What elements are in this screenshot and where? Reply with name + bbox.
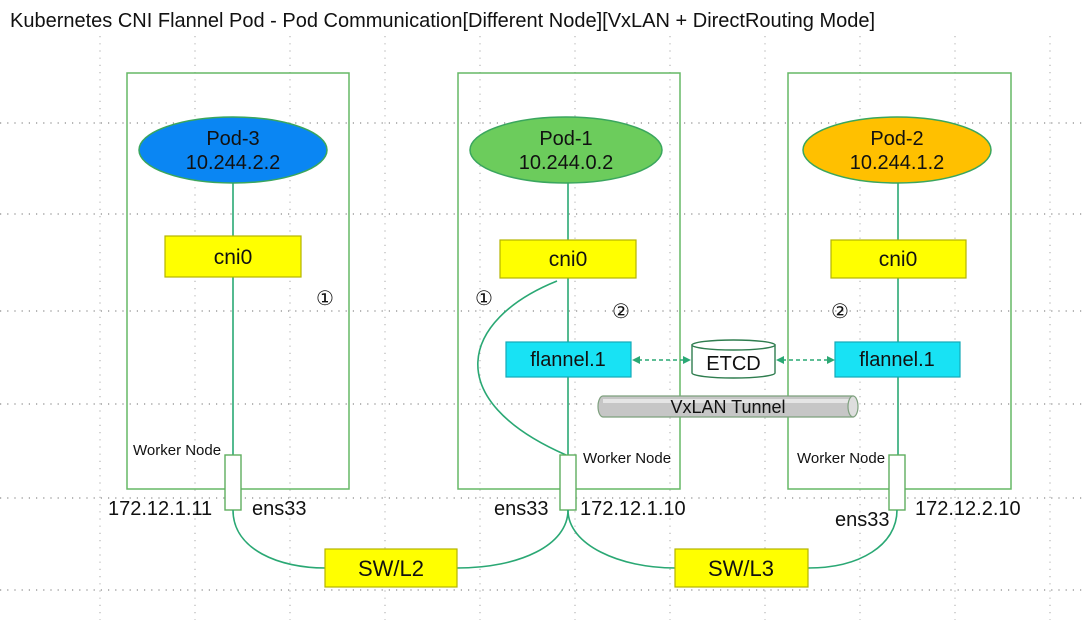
ens33-label: ens33: [252, 498, 307, 520]
flannel-vtep: [505, 341, 632, 378]
cni0-label: cni0: [879, 248, 918, 271]
link-line: [567, 509, 676, 569]
pod-name-label: Pod-3: [206, 128, 259, 150]
ens33-interface: [559, 454, 577, 511]
etcd-store: [691, 344, 776, 379]
pod-name-label: Pod-1: [539, 128, 592, 150]
pod-ellipse-pod-1: [469, 116, 663, 184]
cni0-label: cni0: [549, 248, 588, 271]
host-ip-label: 172.12.2.10: [915, 498, 1021, 520]
link-line: [232, 509, 326, 569]
diagram-title: Kubernetes CNI Flannel Pod - Pod Communi…: [10, 10, 875, 32]
step-marker: ②: [831, 299, 849, 323]
switch-label: SW/L2: [358, 556, 424, 581]
step-marker: ②: [612, 299, 630, 323]
pod-ip-label: 10.244.2.2: [186, 152, 281, 174]
arrowhead: [776, 356, 784, 364]
pod-ellipse-pod-2: [802, 116, 992, 184]
cni0-bridge: [499, 239, 637, 279]
step-marker: ①: [475, 286, 493, 310]
link-line: [456, 509, 569, 569]
pod-ip-label: 10.244.1.2: [850, 152, 945, 174]
pod-ellipse-pod-3: [138, 116, 328, 184]
link-line: [807, 509, 898, 569]
etcd-label: ETCD: [706, 353, 760, 375]
switch-l3: [674, 548, 809, 588]
ens33-interface: [224, 454, 242, 511]
flannel-label: flannel.1: [530, 349, 606, 371]
host-ip-label: 172.12.1.10: [580, 498, 686, 520]
ens33-label: ens33: [835, 509, 890, 531]
flannel-label: flannel.1: [859, 349, 935, 371]
worker-node-label: Worker Node: [133, 442, 221, 459]
cni0-label: cni0: [214, 246, 253, 269]
ens33-interface: [888, 454, 906, 511]
arrowhead: [683, 356, 691, 364]
worker-node-label: Worker Node: [797, 450, 885, 467]
etcd-store-top: [691, 339, 776, 351]
tunnel-highlight: [603, 399, 853, 403]
flannel-vtep: [834, 341, 961, 378]
step-marker: ①: [316, 286, 334, 310]
vxlan-tunnel-end: [847, 395, 859, 418]
host-ip-label: 172.12.1.11: [108, 498, 212, 520]
arrowhead: [827, 356, 835, 364]
switch-l2: [324, 548, 458, 588]
arrowhead: [632, 356, 640, 364]
cni0-bridge: [830, 239, 967, 279]
vxlan-tunnel-label: VxLAN Tunnel: [670, 397, 785, 417]
pod-name-label: Pod-2: [870, 128, 923, 150]
ens33-label: ens33: [494, 498, 549, 520]
pod-ip-label: 10.244.0.2: [519, 152, 614, 174]
cni0-bridge: [164, 235, 302, 278]
worker-node-label: Worker Node: [583, 450, 671, 467]
direct-routing-path: [477, 280, 567, 456]
switch-label: SW/L3: [708, 556, 774, 581]
